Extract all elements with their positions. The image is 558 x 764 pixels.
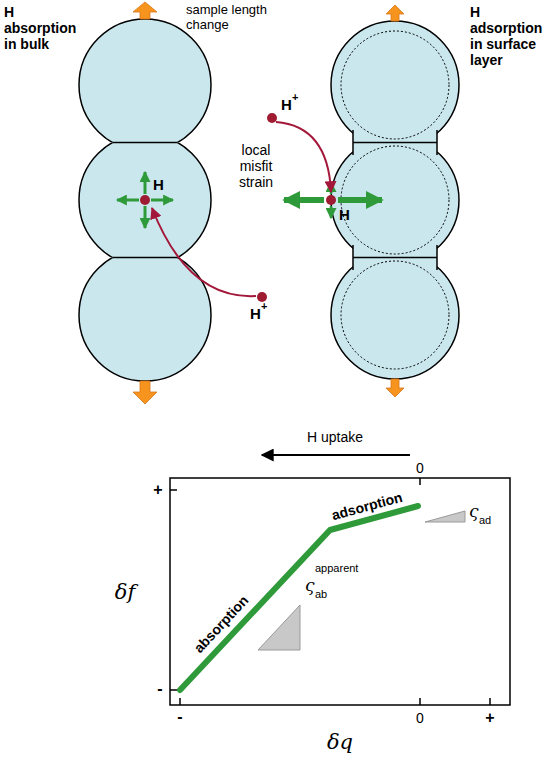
species-label: H (153, 176, 164, 193)
tick-label: + (485, 709, 494, 727)
slope-triangle (258, 605, 300, 650)
length-arrow (133, 2, 157, 19)
uptake-path (152, 208, 256, 296)
grain (79, 19, 211, 143)
tick-label: - (177, 708, 182, 726)
tick (489, 698, 491, 705)
data-line (180, 506, 418, 690)
length-arrow (386, 379, 404, 397)
axis-note: H uptake (307, 429, 363, 445)
arrow-note: sample length change (186, 3, 286, 33)
grain-boundary (353, 257, 437, 259)
bulk-strain-arrows (117, 172, 173, 228)
strain-arrow (117, 199, 139, 202)
grain-boundary (353, 142, 437, 144)
axis-title: δq (327, 730, 353, 754)
slope-subscript: ab (315, 588, 327, 601)
strain-note: local misfit strain (225, 142, 287, 190)
strain-arrow (144, 206, 147, 228)
proton-dot (267, 113, 277, 123)
slope-superscript: apparent (315, 562, 358, 575)
plot-frame (170, 478, 510, 705)
hydrogen-dot (140, 195, 150, 205)
tick-label: + (153, 481, 162, 499)
species-label: H (339, 206, 350, 223)
original-outline (341, 261, 449, 369)
charge-sign: + (261, 300, 267, 313)
strain-arrow (330, 206, 333, 218)
grain-neck (353, 244, 437, 272)
strain-arrow (144, 172, 147, 194)
strain-arrow (151, 199, 173, 202)
grain-boundary (113, 257, 178, 259)
uptake-path (276, 122, 331, 192)
species-label: H (281, 96, 292, 113)
length-arrow (386, 5, 404, 21)
hydrogen-dot (326, 195, 336, 205)
panel-title: H absorption in bulk (4, 4, 90, 52)
left-grains (79, 19, 211, 381)
tick (179, 698, 181, 705)
chart (170, 455, 510, 705)
grain (331, 143, 459, 258)
tick-label: - (157, 680, 162, 698)
grain (331, 21, 459, 143)
species-label: H (250, 305, 261, 322)
length-arrow (133, 381, 157, 404)
original-outline (341, 31, 449, 139)
misfit-arrow (338, 197, 382, 203)
slope-symbol: ς (305, 576, 315, 596)
grain (79, 258, 211, 382)
slope-subscript: ad (479, 514, 491, 527)
charge-sign: + (292, 91, 298, 104)
slope-symbol: ς (469, 502, 479, 522)
slope-triangle (425, 511, 465, 522)
surface-strain-arrows (284, 182, 382, 218)
tick (419, 698, 421, 705)
tick (170, 489, 177, 491)
misfit-arrow (284, 197, 324, 203)
right-grains (331, 21, 459, 379)
tick (419, 478, 421, 485)
grain-neck (353, 129, 437, 157)
regime-label: adsorption (330, 489, 404, 523)
axis-title: δf (115, 580, 135, 604)
tick-label: 0 (416, 710, 424, 726)
grain-boundary (113, 142, 178, 144)
grain (331, 258, 459, 380)
grain (79, 143, 211, 258)
tick-label: 0 (416, 460, 424, 476)
regime-label: absorption (190, 592, 251, 656)
panel-title: H adsorption in surface layer (470, 4, 554, 68)
tick (170, 689, 177, 691)
uptake-arrow (262, 454, 410, 456)
